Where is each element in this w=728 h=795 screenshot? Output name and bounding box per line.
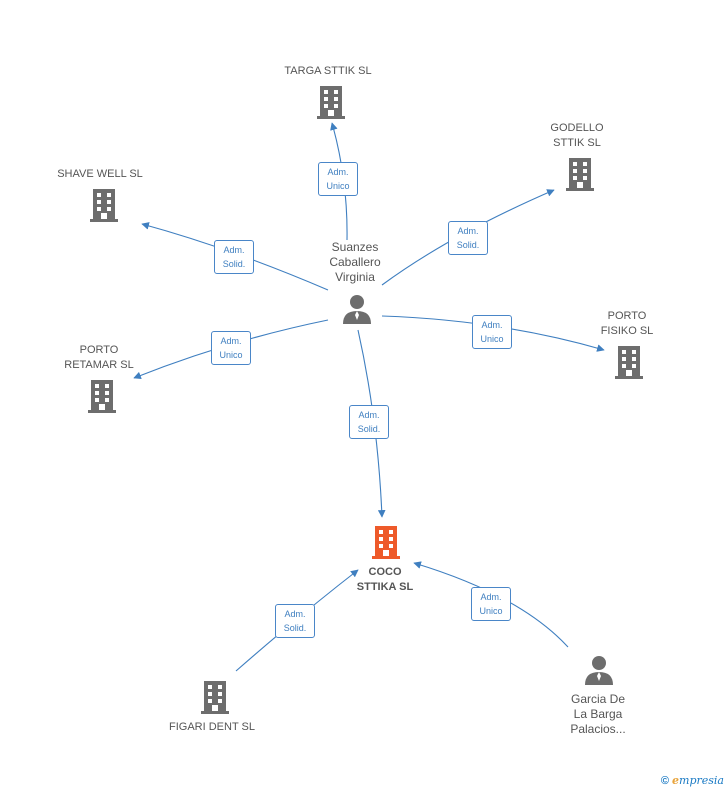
person-icon[interactable] bbox=[584, 655, 614, 685]
relation-badge-coco[interactable]: Adm. Solid. bbox=[349, 405, 389, 439]
person-icon[interactable] bbox=[342, 294, 372, 324]
building-icon[interactable] bbox=[315, 85, 347, 119]
node-label-porto-retamar[interactable]: PORTO RETAMAR SL bbox=[64, 344, 134, 371]
building-icon[interactable] bbox=[88, 188, 120, 222]
node-label-targa[interactable]: TARGA STTIK SL bbox=[284, 65, 372, 77]
brand-name: mpresia bbox=[679, 774, 724, 787]
node-label-porto-fisiko[interactable]: PORTO FISIKO SL bbox=[600, 310, 654, 337]
focus-building-icon[interactable] bbox=[370, 525, 402, 559]
relation-badge-shave[interactable]: Adm. Solid. bbox=[214, 240, 254, 274]
building-icon[interactable] bbox=[564, 157, 596, 191]
relation-badge-garcia[interactable]: Adm. Unico bbox=[471, 587, 511, 621]
copyright-symbol: © bbox=[660, 775, 669, 787]
building-icon[interactable] bbox=[199, 680, 231, 714]
brand-initial: e bbox=[672, 774, 680, 787]
footer-brand[interactable]: © empresia bbox=[661, 774, 724, 787]
node-label-suanzes[interactable]: Suanzes Caballero Virginia bbox=[329, 240, 381, 284]
building-icon[interactable] bbox=[613, 345, 645, 379]
building-icon[interactable] bbox=[86, 379, 118, 413]
node-label-godello[interactable]: GODELLO STTIK SL bbox=[550, 122, 604, 149]
node-label-coco[interactable]: COCO STTIKA SL bbox=[356, 566, 414, 593]
relation-badge-godello[interactable]: Adm. Solid. bbox=[448, 221, 488, 255]
relation-badge-targa[interactable]: Adm. Unico bbox=[318, 162, 358, 196]
relation-badge-porto-retamar[interactable]: Adm. Unico bbox=[211, 331, 251, 365]
node-label-garcia[interactable]: Garcia De La Barga Palacios... bbox=[570, 692, 626, 736]
node-label-figari[interactable]: FIGARI DENT SL bbox=[169, 721, 255, 733]
relation-badge-figari[interactable]: Adm. Solid. bbox=[275, 604, 315, 638]
node-label-shave[interactable]: SHAVE WELL SL bbox=[57, 168, 143, 180]
relation-badge-porto-fisiko[interactable]: Adm. Unico bbox=[472, 315, 512, 349]
